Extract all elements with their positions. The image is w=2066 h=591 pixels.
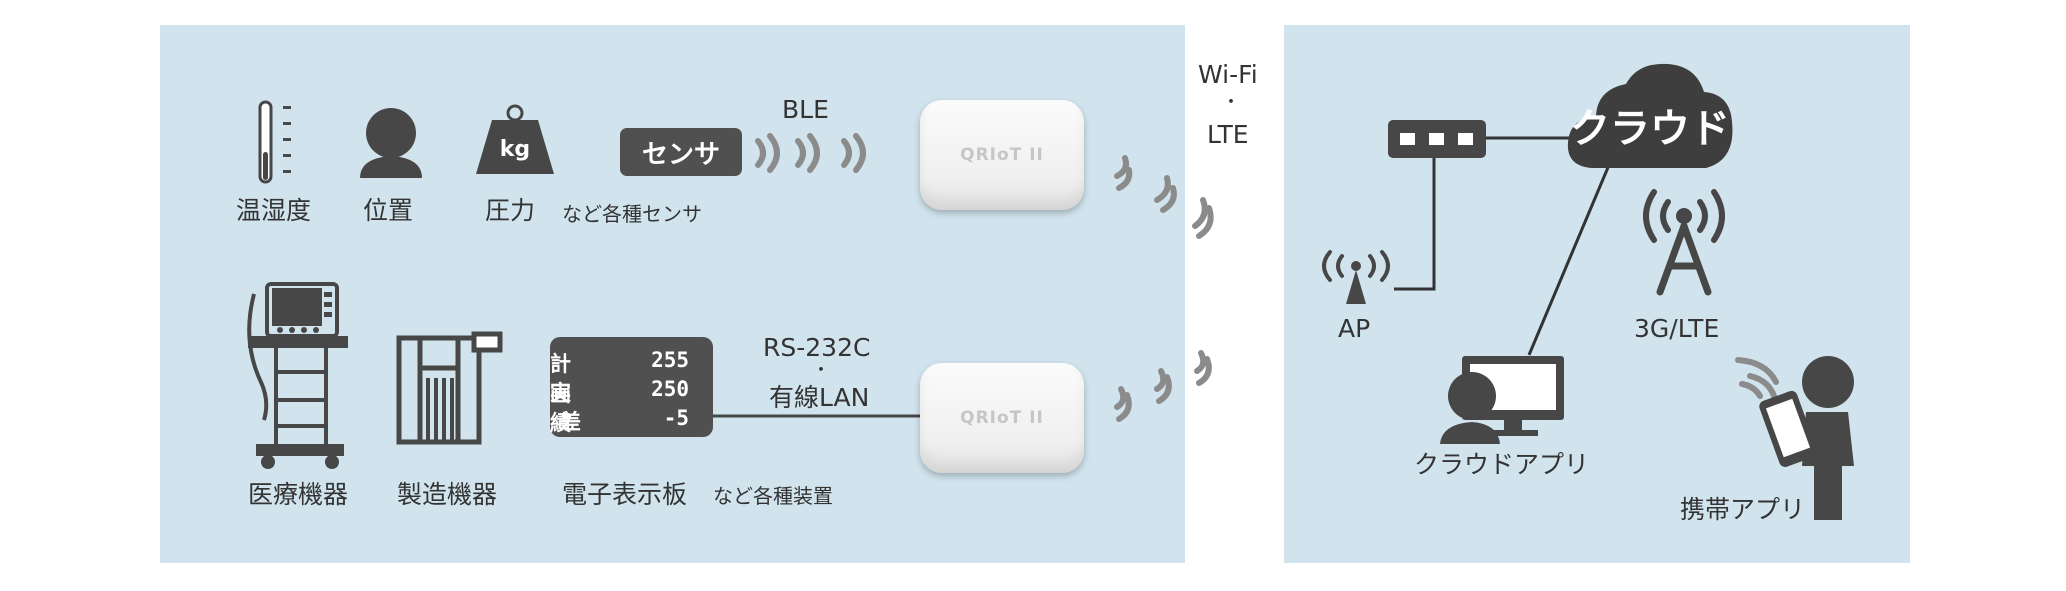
ap-icon — [1314, 252, 1398, 306]
wireless-waves-icon-1 — [1115, 150, 1225, 245]
label-position: 位置 — [363, 198, 413, 223]
qriot-device-2: QRIoT II — [920, 363, 1084, 473]
sensor-box: センサ — [620, 128, 742, 176]
wired-link-line — [713, 414, 923, 418]
wifi-lte-dot: ・ — [1222, 94, 1240, 112]
wired-lan-label: 有線LAN — [769, 385, 869, 410]
weight-icon: kg — [474, 104, 556, 176]
weight-kg-text: kg — [500, 137, 530, 162]
label-manufacturing: 製造機器 — [397, 482, 497, 507]
label-temp-humidity: 温湿度 — [236, 198, 311, 223]
label-pressure: 圧力 — [485, 198, 535, 223]
qriot-label-2: QRIoT II — [960, 408, 1044, 428]
ble-label: BLE — [782, 97, 829, 122]
display-value-actual: 250 — [651, 377, 689, 401]
person-icon — [358, 108, 424, 178]
mobile-app-label: 携帯アプリ — [1680, 497, 1805, 522]
wifi-label: Wi-Fi — [1198, 62, 1258, 87]
qriot-label-1: QRIoT II — [960, 145, 1044, 165]
thermometer-icon — [256, 100, 300, 186]
cloud-icon: クラウド — [1564, 60, 1736, 172]
router-hub-icon — [1388, 120, 1486, 158]
cloud-app-monitor-icon — [1440, 354, 1566, 444]
label-display-board: 電子表示板 — [562, 482, 687, 507]
tower-label: 3G/LTE — [1634, 316, 1719, 341]
display-value-plan: 255 — [651, 348, 689, 372]
wireless-waves-icon-2 — [1115, 345, 1225, 440]
label-sensors-etc: など各種センサ — [562, 204, 702, 224]
manufacturing-device-icon — [396, 332, 504, 446]
display-value-diff: -5 — [664, 406, 689, 430]
label-devices-etc: など各種装置 — [713, 486, 833, 506]
cloud-label: クラウド — [1570, 106, 1730, 152]
ap-label: AP — [1338, 316, 1370, 341]
display-key-diff: 差 — [560, 406, 581, 436]
cloud-app-label: クラウドアプリ — [1414, 452, 1589, 477]
medical-device-icon — [240, 280, 350, 472]
lte-label: LTE — [1207, 122, 1249, 147]
cell-tower-icon — [1636, 180, 1732, 298]
ble-signal-icon — [752, 128, 872, 178]
label-medical: 医療機器 — [248, 482, 348, 507]
qriot-device-1: QRIoT II — [920, 100, 1084, 210]
rs232c-label: RS-232C — [763, 335, 870, 360]
rs232c-dot: ・ — [812, 362, 830, 380]
